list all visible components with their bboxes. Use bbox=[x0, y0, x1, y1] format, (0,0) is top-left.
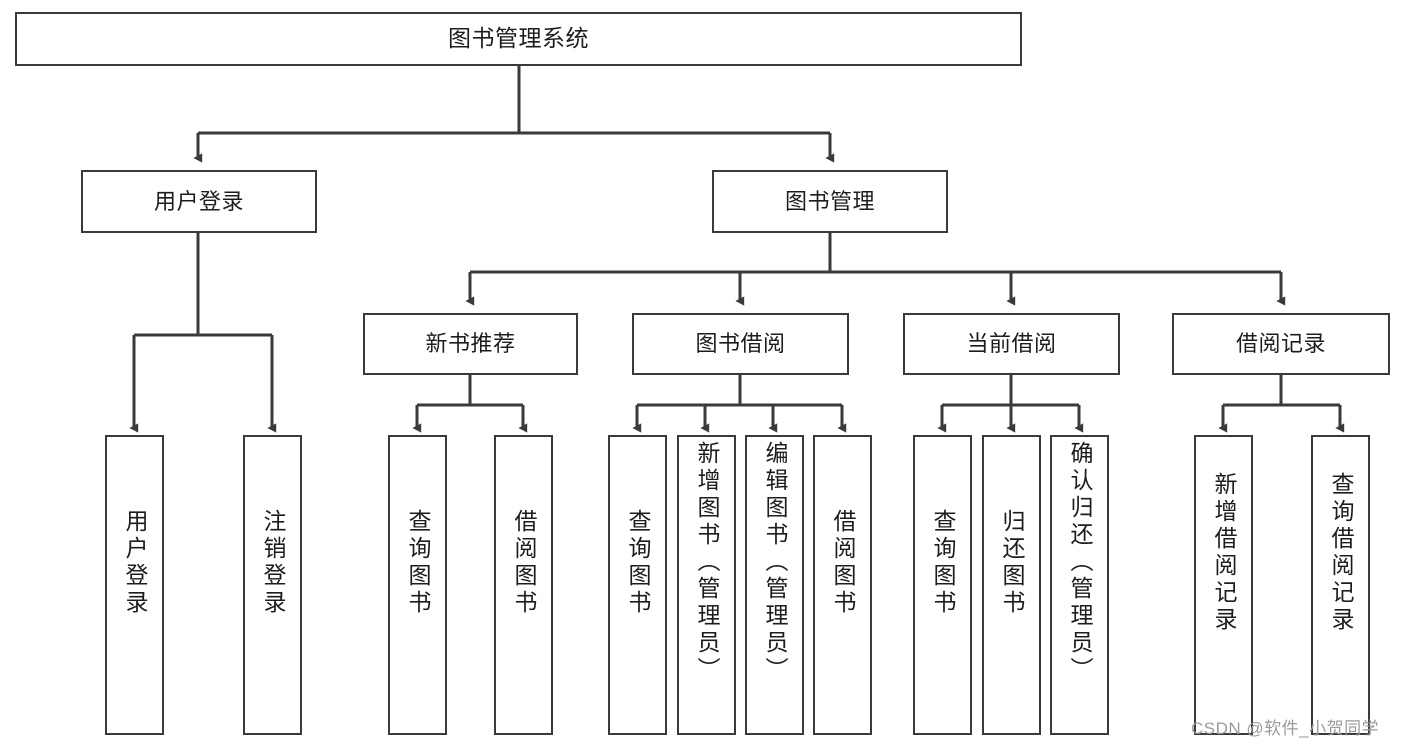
node-leaf-query-book-2-label: 查询图书 bbox=[625, 509, 651, 617]
node-leaf-query-record[interactable]: 查询借阅记录 bbox=[1311, 435, 1370, 735]
node-user-login[interactable]: 用户登录 bbox=[81, 170, 317, 233]
node-leaf-query-book-1[interactable]: 查询图书 bbox=[388, 435, 447, 735]
node-user-login-label: 用户登录 bbox=[153, 188, 244, 214]
node-leaf-edit-book-label: 编辑图书（管理员） bbox=[762, 441, 788, 684]
node-root-label: 图书管理系统 bbox=[448, 25, 589, 52]
node-leaf-query-book-3[interactable]: 查询图书 bbox=[913, 435, 972, 735]
node-book-manage-label: 图书管理 bbox=[784, 188, 875, 214]
node-leaf-borrow-book-1-label: 借阅图书 bbox=[511, 509, 537, 617]
node-leaf-query-book-1-label: 查询图书 bbox=[405, 509, 431, 617]
node-current-borrow[interactable]: 当前借阅 bbox=[903, 313, 1120, 375]
node-leaf-user-logout-label: 注销登录 bbox=[260, 509, 286, 617]
node-new-book-recommend[interactable]: 新书推荐 bbox=[363, 313, 578, 375]
node-book-borrow[interactable]: 图书借阅 bbox=[632, 313, 849, 375]
node-borrow-record[interactable]: 借阅记录 bbox=[1172, 313, 1390, 375]
node-leaf-user-login-label: 用户登录 bbox=[122, 509, 148, 617]
node-leaf-user-logout[interactable]: 注销登录 bbox=[243, 435, 302, 735]
node-leaf-add-book-label: 新增图书（管理员） bbox=[694, 441, 720, 684]
node-leaf-return-book[interactable]: 归还图书 bbox=[982, 435, 1041, 735]
node-borrow-record-label: 借阅记录 bbox=[1235, 331, 1326, 357]
node-book-manage[interactable]: 图书管理 bbox=[712, 170, 948, 233]
node-leaf-add-record-label: 新增借阅记录 bbox=[1211, 472, 1237, 634]
node-leaf-query-record-label: 查询借阅记录 bbox=[1328, 472, 1354, 634]
csdn-watermark: CSDN @软件_小贺同学 bbox=[1191, 719, 1380, 738]
node-root[interactable]: 图书管理系统 bbox=[15, 12, 1022, 66]
node-book-borrow-label: 图书借阅 bbox=[695, 331, 786, 357]
node-leaf-user-login[interactable]: 用户登录 bbox=[105, 435, 164, 735]
node-leaf-query-book-3-label: 查询图书 bbox=[930, 509, 956, 617]
node-leaf-borrow-book-2-label: 借阅图书 bbox=[830, 509, 856, 617]
node-leaf-add-book[interactable]: 新增图书（管理员） bbox=[677, 435, 736, 735]
node-leaf-add-record[interactable]: 新增借阅记录 bbox=[1194, 435, 1253, 735]
node-current-borrow-label: 当前借阅 bbox=[966, 331, 1057, 357]
node-leaf-borrow-book-2[interactable]: 借阅图书 bbox=[813, 435, 872, 735]
node-leaf-confirm-return-label: 确认归还（管理员） bbox=[1067, 441, 1093, 684]
node-leaf-return-book-label: 归还图书 bbox=[999, 509, 1025, 617]
node-leaf-confirm-return[interactable]: 确认归还（管理员） bbox=[1050, 435, 1109, 735]
node-leaf-query-book-2[interactable]: 查询图书 bbox=[608, 435, 667, 735]
node-new-book-recommend-label: 新书推荐 bbox=[425, 331, 516, 357]
node-leaf-edit-book[interactable]: 编辑图书（管理员） bbox=[745, 435, 804, 735]
node-leaf-borrow-book-1[interactable]: 借阅图书 bbox=[494, 435, 553, 735]
